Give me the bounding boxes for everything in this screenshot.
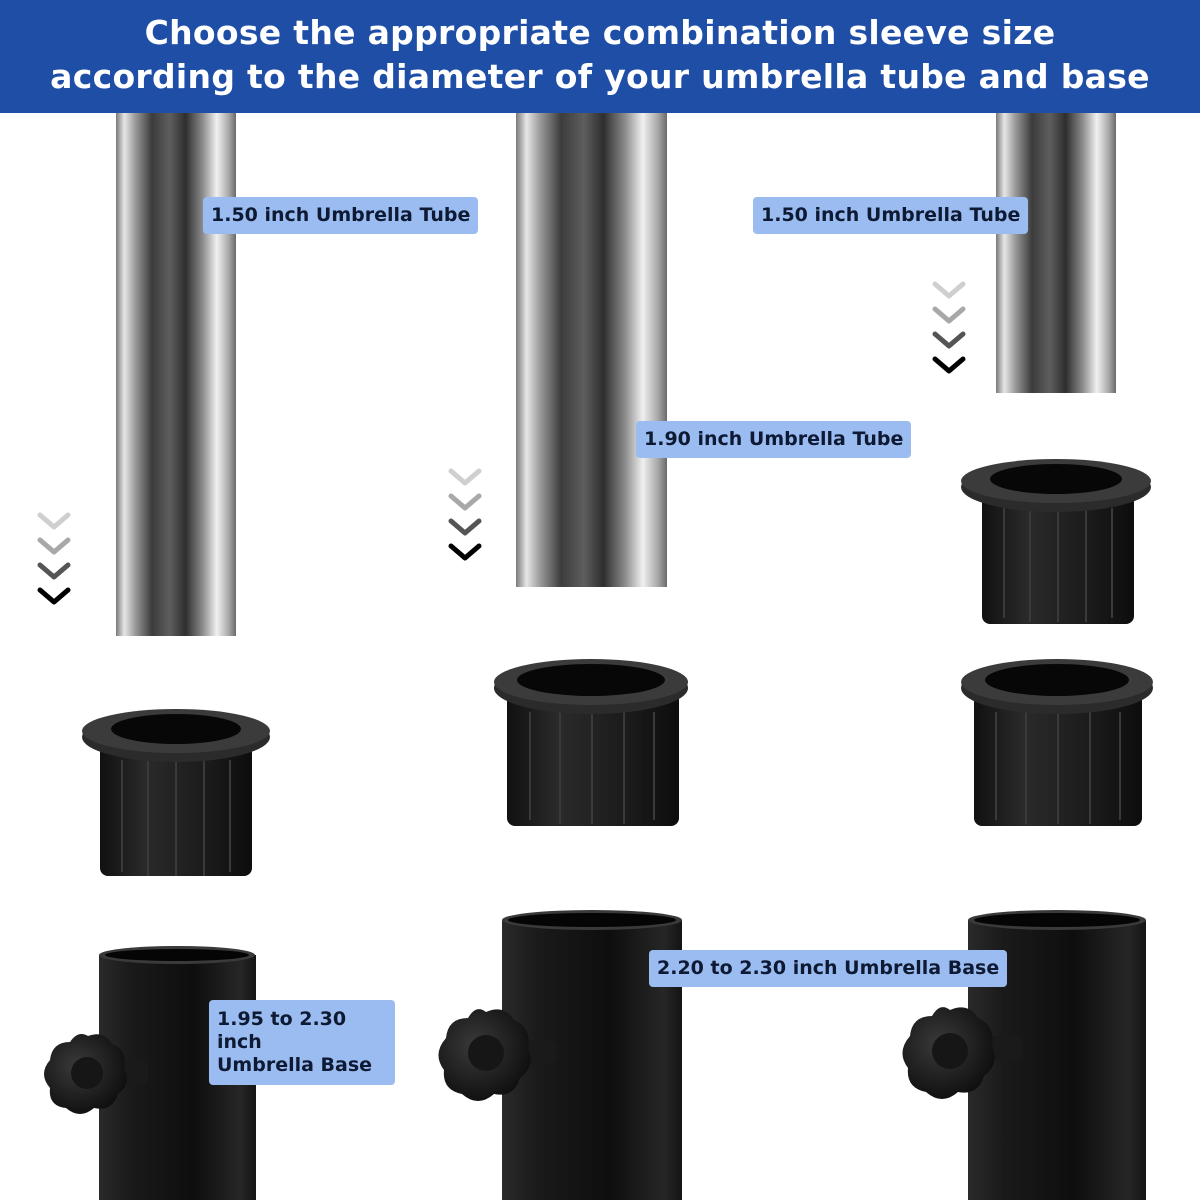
umbrella-tube-right [996,113,1116,393]
knob-icon [902,1007,1022,1099]
banner-line-1: Choose the appropriate combination sleev… [144,13,1056,52]
label-base-left-line-1: 1.95 to 2.30 inch [217,1008,347,1053]
label-tube-left: 1.50 inch Umbrella Tube [203,197,479,234]
chevron-down-icon [932,281,966,374]
sleeve-bottom-right [961,659,1153,826]
chevron-down-icon [37,512,71,605]
label-tube-middle: 1.90 inch Umbrella Tube [636,421,912,458]
label-tube-right: 1.50 inch Umbrella Tube [753,197,1029,234]
label-base-left-line-2: Umbrella Base [217,1054,373,1076]
knob-icon [438,1009,556,1101]
chevron-down-icon [448,468,482,561]
umbrella-tube-middle [516,113,667,587]
sleeve-top-right [961,459,1151,624]
header-banner: Choose the appropriate combination sleev… [0,0,1200,113]
product-illustration [37,113,1153,1200]
label-base-left: 1.95 to 2.30 inch Umbrella Base [209,1000,395,1085]
umbrella-tube-left [116,113,236,636]
label-base-right: 2.20 to 2.30 inch Umbrella Base [649,950,1008,987]
sleeve-large-middle [494,659,688,826]
knob-icon [44,1034,148,1114]
sleeve-small-left [82,709,270,876]
banner-line-2: according to the diameter of your umbrel… [50,57,1150,96]
